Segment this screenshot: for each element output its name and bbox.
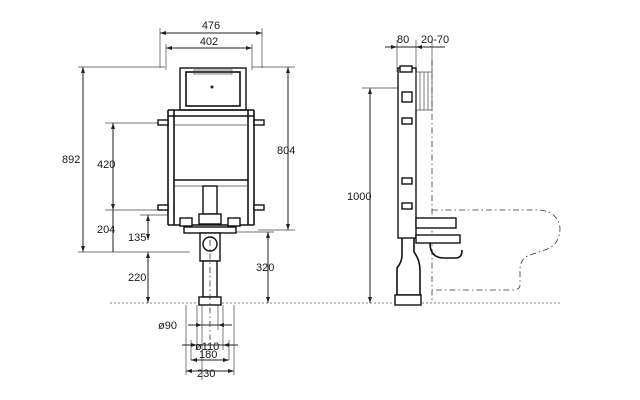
bottom-dims: ø90 ø110 180 230 — [158, 305, 238, 380]
side-view: 80 20-70 1000 — [347, 34, 561, 306]
toilet-bowl-outline — [432, 209, 561, 291]
dim-d90-label: ø90 — [158, 320, 177, 332]
dim-204-label: 204 — [97, 224, 115, 236]
dim-220-label: 220 — [128, 272, 146, 284]
front-view: 476 402 892 420 — [62, 20, 295, 380]
dim-d110-label: ø110 — [195, 341, 219, 353]
drain-pipe — [198, 232, 222, 340]
dim-230-label: 230 — [197, 368, 215, 380]
dim-420: 420 — [97, 122, 160, 210]
dim-476: 476 — [159, 20, 263, 68]
dim-804: 804 — [252, 66, 295, 231]
dim-180-label: 180 — [199, 349, 217, 361]
dim-892: 892 — [62, 66, 190, 253]
dim-892-label: 892 — [62, 154, 80, 166]
dim-204: 204 — [97, 209, 165, 252]
dim-804-label: 804 — [277, 145, 295, 157]
dim-220: 220 — [128, 252, 150, 303]
dim-20-70-label: 20-70 — [421, 34, 449, 46]
dim-80-label: 80 — [397, 34, 409, 46]
dim-1000: 1000 — [347, 87, 400, 303]
dim-402-label: 402 — [200, 36, 218, 48]
dim-402: 402 — [165, 36, 253, 70]
dim-135: 135 — [128, 214, 168, 244]
dim-476-label: 476 — [202, 20, 220, 32]
dim-320: 320 — [235, 231, 274, 303]
side-frame — [394, 65, 463, 306]
dim-420-label: 420 — [97, 159, 115, 171]
dim-80: 80 20-70 — [385, 34, 449, 72]
frame-body — [157, 67, 265, 234]
dim-135-label: 135 — [128, 232, 146, 244]
dim-320-label: 320 — [256, 262, 274, 274]
dim-1000-label: 1000 — [347, 191, 371, 203]
